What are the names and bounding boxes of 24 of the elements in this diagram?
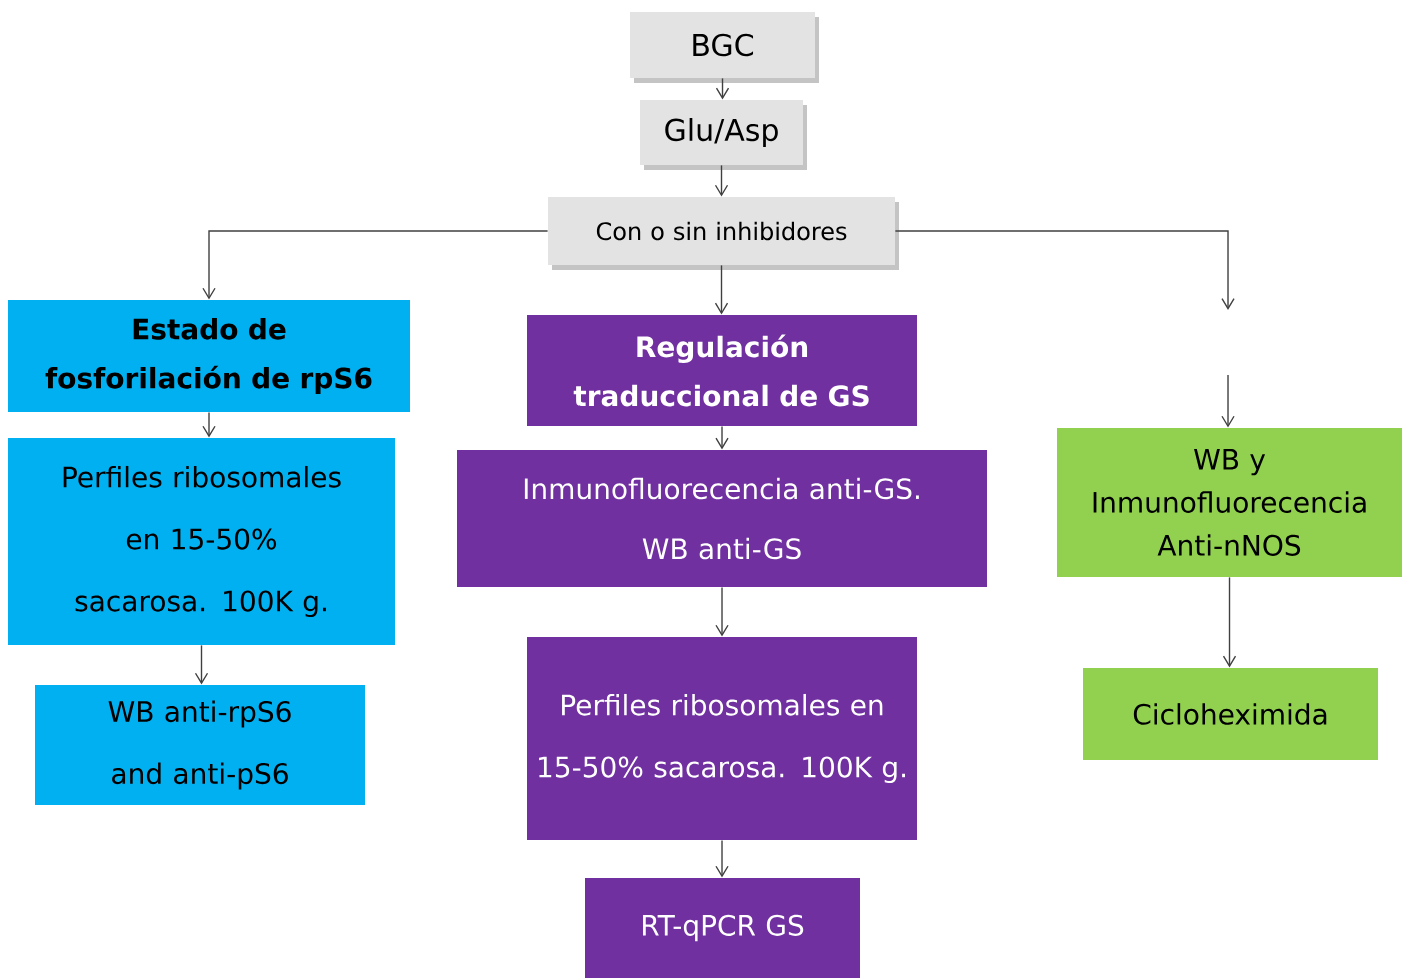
process-box: Perfiles ribosomales en 15-50% sacarosa. 100K g. [527, 637, 917, 840]
process-box: Cicloheximida [1083, 668, 1378, 760]
arrow [714, 264, 729, 315]
process-box: Glu/Asp [640, 100, 807, 170]
process-box: WB anti-rpS6 and anti-pS6 [35, 685, 365, 805]
arrow [715, 77, 730, 100]
arrow [715, 586, 729, 637]
process-box: Inmunofluorecencia anti-GS. WB anti-GS [457, 450, 987, 587]
process-box: Perfiles ribosomales en 15-50% sacarosa. 100K g. [8, 438, 395, 645]
process-box: Regulación traduccional de GS [527, 315, 917, 426]
process-box: Estado de fosforilación de rpS6 [8, 300, 410, 412]
process-box: RT-qPCR GS [585, 878, 860, 978]
arrow [714, 164, 729, 197]
arrow [715, 839, 729, 878]
process-box: WB y Inmunofluorecencia Anti-nNOS [1057, 428, 1402, 577]
arrow [1221, 374, 1235, 428]
arrow [1222, 576, 1237, 668]
arrow [202, 411, 216, 438]
process-box: Con o sin inhibidores [548, 197, 899, 270]
arrow [894, 230, 1235, 310]
arrow [194, 644, 209, 685]
arrow [202, 230, 549, 300]
arrow [715, 425, 729, 450]
process-box: BGC [630, 12, 819, 83]
